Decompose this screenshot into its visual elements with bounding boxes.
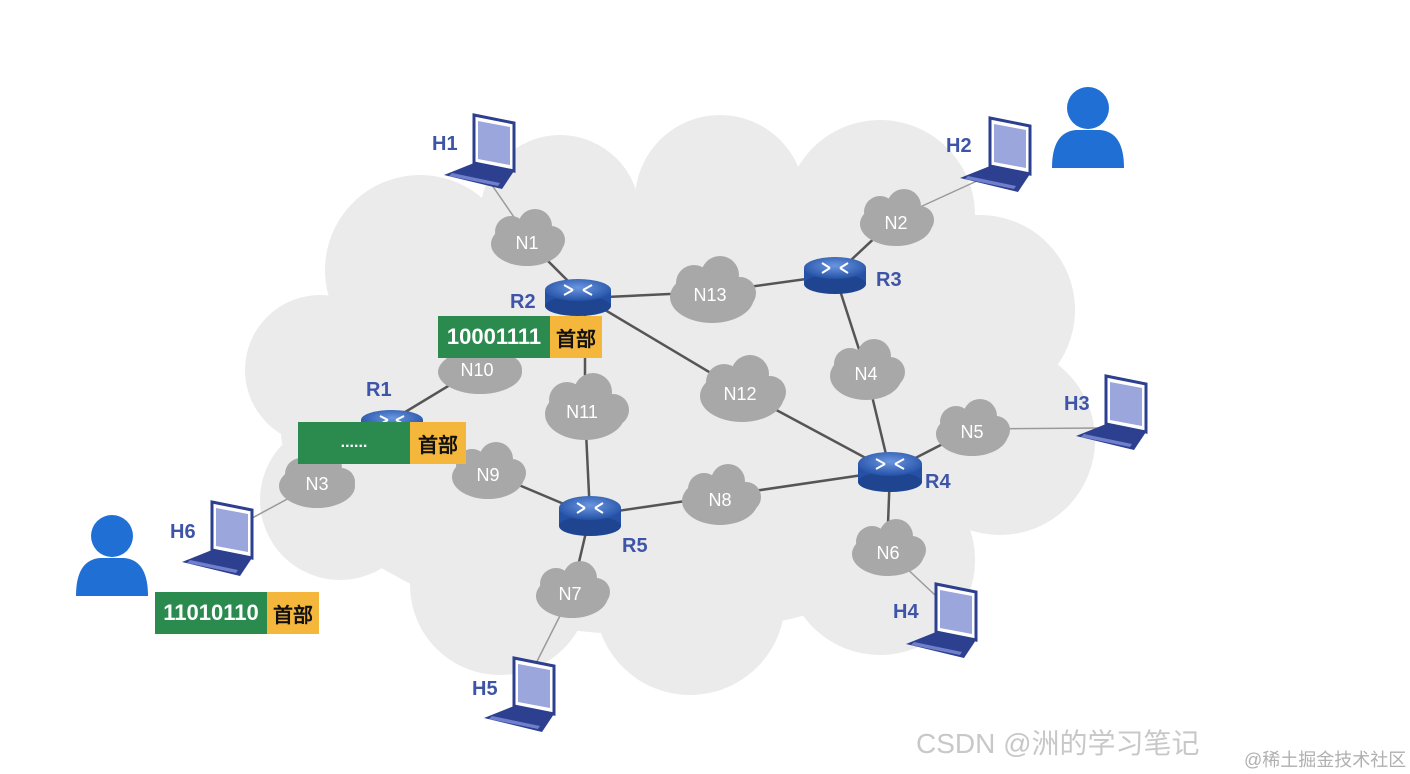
packet-payload: ...... [298,422,410,464]
host-H1[interactable] [444,113,516,189]
router-label-R1: R1 [366,379,392,401]
hosts [182,113,1148,732]
router-label-R3: R3 [876,269,902,291]
network-label-N5: N5 [960,422,983,442]
packet-payload: 11010110 [155,592,267,634]
host-H6[interactable] [182,500,254,576]
packet-at-r2: 10001111 首部 [438,316,602,358]
packet-at-r1: ...... 首部 [298,422,466,464]
packet-header: 首部 [550,316,602,358]
network-N13 [670,256,756,323]
network-clouds [279,189,1010,618]
network-N11 [545,373,629,440]
user-icon [1052,87,1124,168]
packet-header: 首部 [267,592,319,634]
network-label-N6: N6 [876,543,899,563]
network-label-N8: N8 [708,490,731,510]
csdn-watermark: CSDN @洲的学习笔记 [916,728,1200,759]
router-R2[interactable] [545,279,611,316]
network-label-N3: N3 [305,474,328,494]
network-N6 [852,519,926,576]
network-label-N13: N13 [693,285,726,305]
host-label-H3: H3 [1064,393,1090,415]
network-N8 [682,464,761,525]
router-R3[interactable] [804,257,866,294]
network-N3 [279,451,355,508]
network-N2 [860,189,934,246]
host-H2[interactable] [960,116,1032,192]
network-N4 [830,339,905,400]
router-label-R2: R2 [510,291,536,313]
packet-at-h6: 11010110 首部 [155,592,319,634]
host-label-H6: H6 [170,521,196,543]
host-label-H4: H4 [893,601,919,623]
routers [361,257,922,536]
packet-payload: 10001111 [438,316,550,358]
host-H4[interactable] [906,582,978,658]
network-label-N2: N2 [884,213,907,233]
router-labels: R1 R2 R3 R4 R5 [366,269,951,557]
router-R5[interactable] [559,496,621,536]
network-labels: N1 N2 N3 N4 N5 N6 N7 N8 N9 N10 N11 N12 N… [305,213,983,604]
juejin-watermark: @稀土掘金技术社区 [1244,750,1407,770]
host-H5[interactable] [484,656,556,732]
network-label-N12: N12 [723,384,756,404]
host-label-H2: H2 [946,135,972,157]
network-N12 [700,355,786,422]
host-label-H1: H1 [432,133,458,155]
router-label-R5: R5 [622,535,648,557]
router-label-R4: R4 [925,471,951,493]
network-N5 [936,399,1010,456]
network-label-N10: N10 [460,360,493,380]
network-N7 [536,561,610,618]
packet-header: 首部 [410,422,466,464]
network-label-N7: N7 [558,584,581,604]
network-label-N9: N9 [476,465,499,485]
user-icon [76,515,148,596]
host-label-H5: H5 [472,678,498,700]
network-label-N1: N1 [515,233,538,253]
host-labels: H1 H2 H3 H4 H5 H6 [170,133,1090,700]
network-label-N4: N4 [854,364,877,384]
network-label-N11: N11 [566,402,598,422]
host-H3[interactable] [1076,374,1148,450]
router-R4[interactable] [858,452,922,492]
network-N1 [491,209,565,266]
